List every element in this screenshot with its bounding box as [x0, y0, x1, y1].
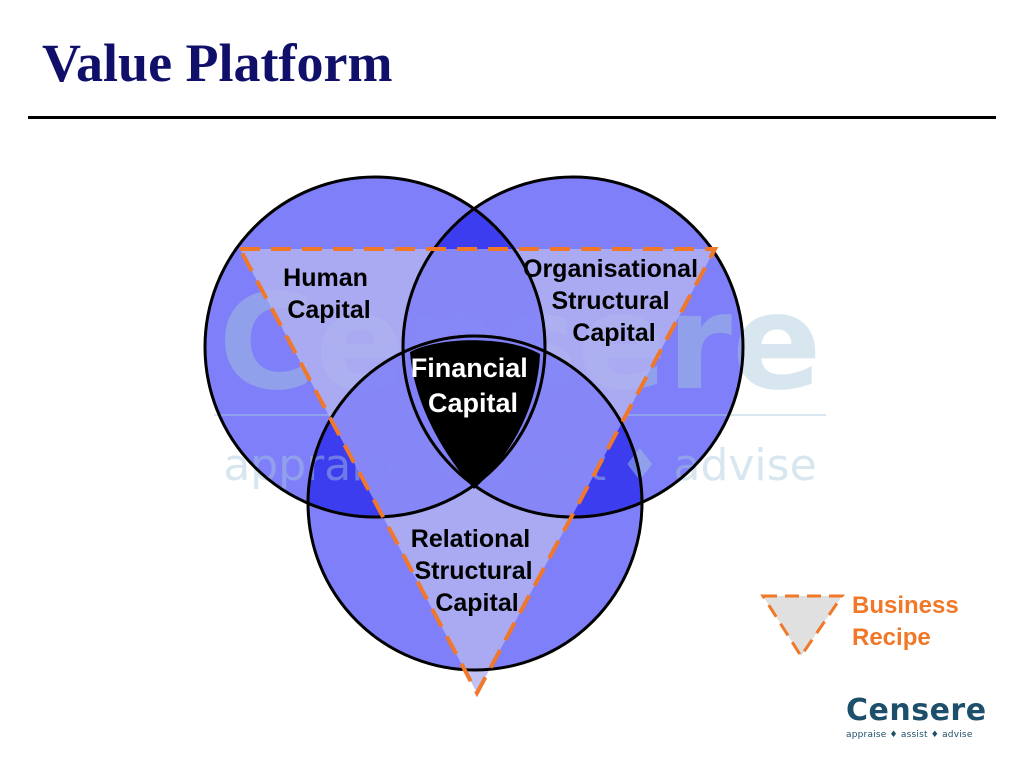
legend-label-line: Recipe: [852, 624, 931, 651]
relational-capital-label: Relational Structural Capital: [411, 525, 540, 617]
organisational-capital-label: Organisational Structural Capital: [523, 255, 705, 347]
human-capital-label: Human Capital: [283, 264, 375, 324]
legend-triangle-icon: [763, 596, 842, 656]
logo-name: Censere: [846, 693, 987, 728]
logo-tagline: appraise ♦ assist ♦ advise: [846, 730, 973, 740]
legend-label: Business Recipe: [852, 590, 959, 654]
financial-capital-region: [410, 340, 540, 489]
financial-capital-label: Financial Capital: [411, 353, 536, 418]
title-divider: [28, 116, 996, 119]
censere-logo: Censere appraise ♦ assist ♦ advise: [846, 694, 986, 742]
page-title: Value Platform: [42, 33, 393, 93]
legend-triangle-icon-border: [760, 594, 845, 659]
legend-label-line: Business: [852, 592, 959, 619]
business-recipe-triangle-border: [236, 247, 719, 698]
